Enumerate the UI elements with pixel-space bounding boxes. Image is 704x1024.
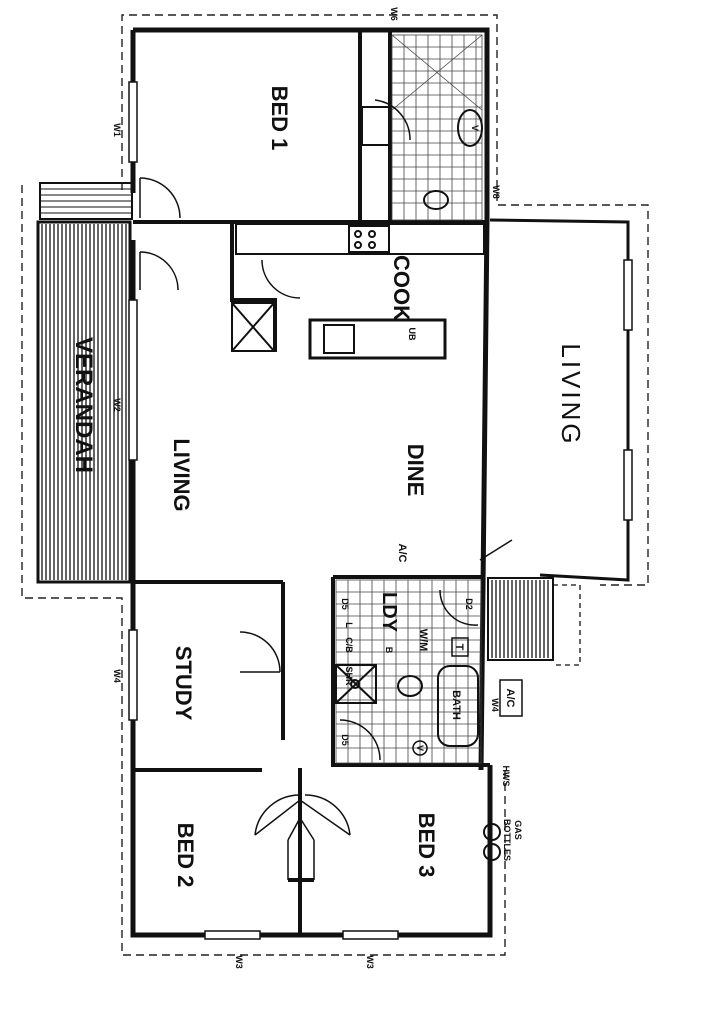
d5b-label: D5 <box>340 734 350 746</box>
vanity-label: V <box>470 125 480 131</box>
urn-label: UB <box>407 328 417 341</box>
interior-walls <box>133 30 490 935</box>
windows <box>128 81 633 940</box>
toilet-box <box>451 637 469 657</box>
verandah-label: VERANDAH <box>70 337 97 473</box>
kitchen-fittings <box>231 223 485 360</box>
rear-steps <box>487 577 581 666</box>
ac-top-label: A/C <box>396 544 408 563</box>
outdoor-living-label: LIVING <box>556 343 586 446</box>
bed2-label: BED 2 <box>173 823 198 888</box>
w6-label: W6 <box>389 7 399 21</box>
door-swings <box>139 99 513 880</box>
w8-label: W8 <box>491 185 501 199</box>
linen-label: L <box>344 622 354 628</box>
wet-area-fixtures <box>335 106 501 861</box>
vanity2-mark <box>412 740 428 756</box>
w1-label: W1 <box>112 123 122 137</box>
gas-label: GAS <box>513 820 523 840</box>
bed3-label: BED 3 <box>414 813 439 878</box>
exterior-walls <box>130 27 493 938</box>
bathroom-tile-grid <box>335 579 482 764</box>
laundry-label: LDY <box>378 592 400 633</box>
w3a-label: W3 <box>234 955 244 969</box>
d5a-label: D5 <box>340 598 350 610</box>
cupboard-label: C/B <box>344 637 354 653</box>
ensuite-tile-grid <box>391 34 483 221</box>
shower-label: SHR <box>344 666 354 686</box>
toilet-label: T <box>453 644 465 651</box>
door-labels: D5 D5 D2 <box>340 598 474 746</box>
window-labels: W1 W2 W4 W4 W3 W3 W6 W8 <box>112 7 501 969</box>
ac-side-box <box>499 679 523 717</box>
bath-label: BATH <box>450 690 462 720</box>
w3b-label: W3 <box>365 955 375 969</box>
living-label: LIVING <box>169 438 194 511</box>
w2-label: W2 <box>112 398 122 412</box>
w4b-label: W4 <box>490 698 500 712</box>
dine-label: DINE <box>403 444 428 497</box>
verandah-decking <box>36 182 133 584</box>
cook-label: COOK <box>389 255 414 321</box>
ac-side-label: A/C <box>504 689 516 708</box>
b-label: B <box>384 647 394 654</box>
fixture-labels: A/C A/C W/M HWS GAS BOTTLES SHR C/B L UB… <box>344 125 523 861</box>
bed1-label: BED 1 <box>267 86 292 151</box>
room-labels: BED 1 COOK LIVING DINE LIVING VERANDAH S… <box>70 86 586 888</box>
bottles-label: BOTTLES <box>502 819 512 861</box>
study-label: STUDY <box>171 646 196 721</box>
w4a-label: W4 <box>112 669 122 683</box>
hws-label: HWS <box>501 766 511 787</box>
d2-label: D2 <box>464 598 474 610</box>
vanity2-label: V <box>415 745 425 751</box>
washing-machine-label: W/M <box>417 629 429 652</box>
outdoor-living-outline <box>489 218 630 582</box>
eave-outline <box>21 14 649 956</box>
